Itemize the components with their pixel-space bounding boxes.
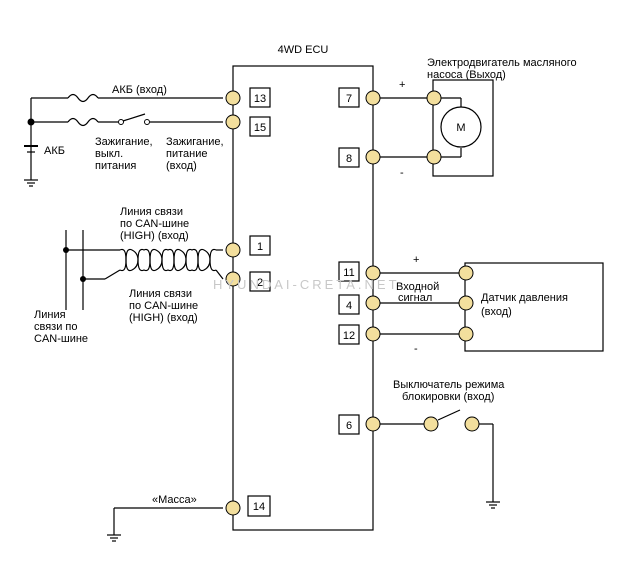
battery-input-label: АКБ (вход) xyxy=(112,84,167,96)
terminal-6 xyxy=(365,416,381,432)
pin-box-1 xyxy=(249,235,271,256)
can-high-bottom-label-line2: по CAN-шине xyxy=(129,300,198,312)
can-high-bottom-label-line3: (HIGH) (вход) xyxy=(129,312,198,324)
switch-contact-icon xyxy=(423,416,439,432)
can-line-label-line3: CAN-шине xyxy=(34,333,88,345)
ground-icon xyxy=(486,501,500,509)
pin-box-11 xyxy=(338,261,360,282)
switch-contact-icon xyxy=(464,416,480,432)
terminal-4 xyxy=(365,295,381,311)
motor-label-line2: насоса (Выход) xyxy=(427,69,506,81)
battery-label: АКБ xyxy=(44,145,65,157)
lock-switch-circuit xyxy=(380,409,500,509)
switch-contact-icon xyxy=(118,119,124,125)
switch-blade-icon xyxy=(437,409,461,421)
pin-label-7: 7 xyxy=(346,93,352,105)
motor-label: Электродвигатель масляного xyxy=(427,57,577,69)
pressure-sensor-circuit xyxy=(380,262,604,352)
motor-icon xyxy=(440,106,482,148)
pin-box-12 xyxy=(338,324,360,345)
motor-plus-label: + xyxy=(399,79,405,91)
input-signal-label: Входной xyxy=(396,281,439,293)
pin-label-12: 12 xyxy=(343,330,355,342)
pin-label-11: 11 xyxy=(343,267,354,279)
can-bus-circuit xyxy=(63,230,224,310)
terminal-7 xyxy=(365,90,381,106)
lock-switch-label: Выключатель режима xyxy=(393,379,505,391)
fuse-icon xyxy=(67,117,99,127)
pin-label-2: 2 xyxy=(257,277,263,289)
pin-box-15 xyxy=(249,116,271,137)
terminal-11 xyxy=(365,265,381,281)
ignition-input-label-line3: (вход) xyxy=(166,160,197,172)
ignition-off-label-line3: питания xyxy=(95,160,136,172)
ground-icon xyxy=(107,534,121,542)
pin-box-13 xyxy=(249,87,271,108)
battery-circuit xyxy=(24,93,223,187)
sensor-terminal-plus xyxy=(458,265,474,281)
pressure-sensor-box xyxy=(464,262,604,352)
ignition-input-label: Зажигание, xyxy=(166,136,224,148)
pin-label-8: 8 xyxy=(346,153,352,165)
switch-contact-icon xyxy=(144,119,150,125)
twisted-pair-icon xyxy=(119,248,217,272)
terminal-1 xyxy=(225,242,241,258)
terminal-15 xyxy=(225,114,241,130)
sensor-plus-label: + xyxy=(413,254,419,266)
can-line-label: Линия xyxy=(34,309,66,321)
sensor-minus-label: - xyxy=(414,343,418,355)
terminal-13 xyxy=(225,90,241,106)
can-high-top-label-line3: (HIGH) (вход) xyxy=(120,230,189,242)
terminal-8 xyxy=(365,149,381,165)
watermark: HYUNDAI-CRETA.NET xyxy=(213,277,400,292)
fuse-icon xyxy=(67,93,99,103)
pin-box-14 xyxy=(247,495,271,517)
ground-label: «Масса» xyxy=(152,494,197,506)
motor-minus-label: - xyxy=(400,167,404,179)
motor-terminal-plus xyxy=(426,90,442,106)
can-high-bottom-label: Линия связи xyxy=(129,288,192,300)
ignition-input-label-line2: питание xyxy=(166,148,207,160)
ecu-ground-circuit xyxy=(107,507,223,542)
motor-circuit: M xyxy=(380,79,494,177)
pin-box-4 xyxy=(338,294,360,315)
terminal-14 xyxy=(225,500,241,516)
ground-icon xyxy=(24,179,38,187)
pin-box-8 xyxy=(338,147,360,168)
pin-label-14: 14 xyxy=(253,501,265,513)
sensor-terminal-minus xyxy=(458,326,474,342)
pin-box-2 xyxy=(249,271,271,292)
pin-box-6 xyxy=(338,414,360,435)
pin-label-6: 6 xyxy=(346,420,352,432)
switch-blade-icon xyxy=(122,113,146,122)
can-high-top-label: Линия связи xyxy=(120,206,183,218)
pin-label-1: 1 xyxy=(257,241,263,253)
pin-label-13: 13 xyxy=(254,93,266,105)
sensor-terminal-signal xyxy=(458,295,474,311)
can-line-label-line2: связи по xyxy=(34,321,78,333)
lock-switch-label-line2: блокировки (вход) xyxy=(402,391,494,403)
motor-terminal-minus xyxy=(426,149,442,165)
ignition-off-label-line2: выкл. xyxy=(95,148,123,160)
pin-label-15: 15 xyxy=(254,122,266,134)
can-high-top-label-line2: по CAN-шине xyxy=(120,218,189,230)
pin-label-4: 4 xyxy=(346,300,352,312)
pressure-sensor-label-line2: (вход) xyxy=(481,306,512,318)
input-signal-label-line2: сигнал xyxy=(398,292,432,304)
motor-symbol: M xyxy=(456,122,465,134)
ecu-title: 4WD ECU xyxy=(278,44,329,56)
pin-box-7 xyxy=(338,87,360,108)
pressure-sensor-label: Датчик давления xyxy=(481,292,568,304)
ignition-off-label: Зажигание, xyxy=(95,136,153,148)
terminal-12 xyxy=(365,326,381,342)
terminal-2 xyxy=(225,271,241,287)
